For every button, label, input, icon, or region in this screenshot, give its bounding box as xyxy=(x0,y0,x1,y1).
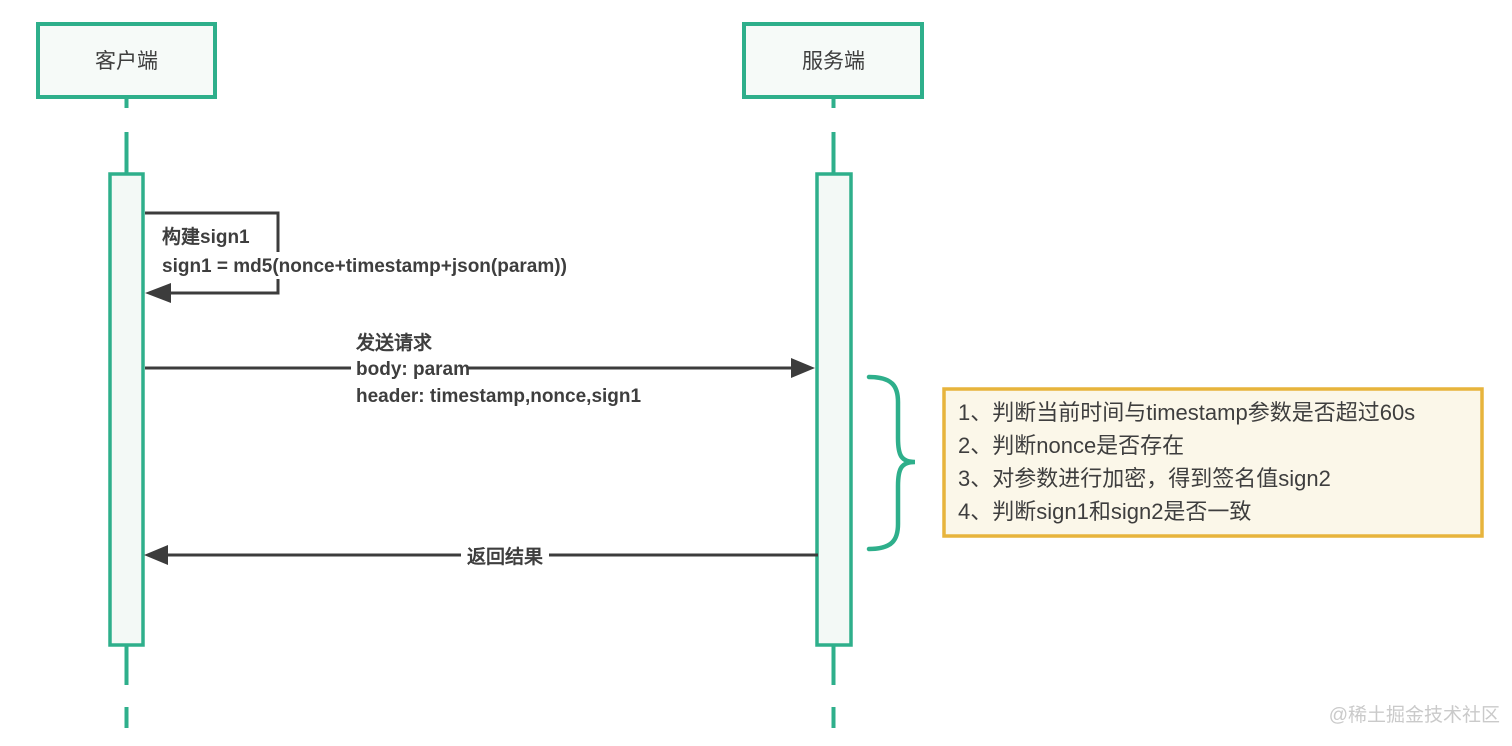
server-label: 服务端 xyxy=(802,50,865,73)
response-arrowhead-icon xyxy=(144,545,168,565)
activation-client xyxy=(108,172,145,647)
curly-brace-icon xyxy=(866,374,916,552)
activation-server xyxy=(815,172,853,647)
response-message: 返回结果 xyxy=(144,543,818,568)
request-header: header: timestamp,nonce,sign1 xyxy=(356,386,642,407)
note-item-2: 2、判断nonce是否存在 xyxy=(958,433,1184,458)
note-item-4: 4、判断sign1和sign2是否一致 xyxy=(958,499,1251,524)
self-message-build-sign1: 构建sign1 sign1 = md5(nonce+timestamp+json… xyxy=(145,211,620,303)
note-item-3: 3、对参数进行加密，得到签名值sign2 xyxy=(958,466,1331,491)
client-label: 客户端 xyxy=(95,50,158,73)
actor-server: 服务端 xyxy=(742,22,924,99)
self-message-formula-bg xyxy=(158,252,620,279)
client-box xyxy=(36,22,217,99)
self-message-title: 构建sign1 xyxy=(162,225,250,248)
response-label-bg xyxy=(461,543,549,567)
note-box xyxy=(942,387,1484,538)
server-check-note: 1、判断当前时间与timestamp参数是否超过60s 2、判断nonce是否存… xyxy=(942,387,1484,538)
request-arrowhead-icon xyxy=(791,358,815,378)
request-body-bg xyxy=(351,356,467,381)
response-label: 返回结果 xyxy=(467,545,543,568)
actor-client: 客户端 xyxy=(36,22,217,99)
server-box xyxy=(742,22,924,99)
self-message-formula: sign1 = md5(nonce+timestamp+json(param)) xyxy=(162,256,567,277)
note-item-1: 1、判断当前时间与timestamp参数是否超过60s xyxy=(958,400,1415,425)
self-message-arrowhead-icon xyxy=(145,283,171,303)
request-body: body: param xyxy=(356,359,470,380)
request-title: 发送请求 xyxy=(355,331,433,354)
request-message: 发送请求 body: param header: timestamp,nonce… xyxy=(145,331,815,407)
watermark: @稀土掘金技术社区 xyxy=(1329,704,1500,726)
